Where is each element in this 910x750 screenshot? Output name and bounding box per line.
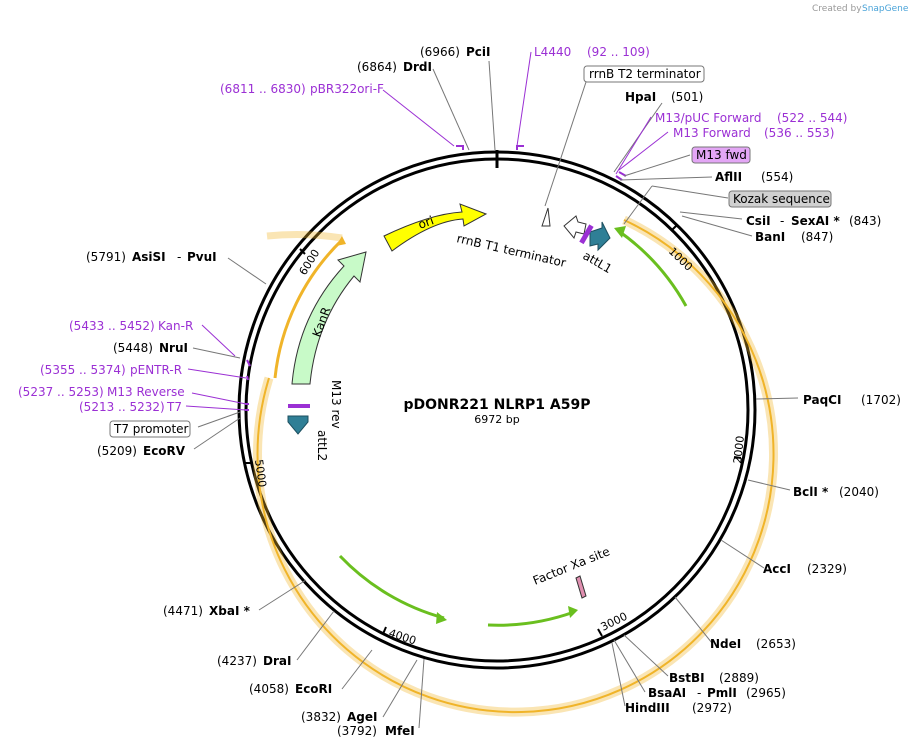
site-hindiii-pos: (2972)	[692, 701, 732, 715]
primer-t7-range: (5213 .. 5232)	[79, 400, 165, 414]
site-bcli-name: BclI *	[793, 485, 829, 499]
site-hindiii-name: HindIII	[625, 701, 670, 715]
primer-m13fwd-range: (536 .. 553)	[764, 126, 834, 140]
site-pvui-name: PvuI	[187, 250, 217, 264]
site-aflii-pos: (554)	[761, 170, 793, 184]
site-csii-dash: -	[780, 214, 784, 228]
site-csii-name: CsiI	[746, 214, 771, 228]
scale-ticks	[245, 225, 742, 637]
site-ecorv-name: EcoRV	[143, 444, 186, 458]
plasmid-title: pDONR221 NLRP1 A59P	[403, 397, 590, 413]
site-paqci-pos: (1702)	[861, 393, 901, 407]
attl1-label: attL1	[581, 248, 615, 276]
site-bsaai-dash: -	[697, 686, 701, 700]
tick-2000: 2000	[731, 435, 747, 464]
site-asisi-name: AsiSI	[132, 250, 166, 264]
site-ecori-pos: (4058)	[249, 682, 289, 696]
site-drai-pos: (4237)	[217, 654, 257, 668]
primer-kanr-range: (5433 .. 5452)	[69, 319, 155, 333]
site-aflii-name: AflII	[715, 170, 742, 184]
primer-pentr-name: pENTR-R	[130, 363, 182, 377]
kozak-label: Kozak sequence	[733, 192, 830, 206]
site-bsaai-name: BsaAI	[648, 686, 686, 700]
primer-m13rev-name: M13 Reverse	[107, 385, 185, 399]
site-paqci-name: PaqCI	[803, 393, 841, 407]
site-xbai-name: XbaI *	[209, 604, 251, 618]
site-hpai-pos: (501)	[671, 90, 703, 104]
site-mfei-name: MfeI	[385, 724, 415, 738]
primer-m13puc-range: (522 .. 544)	[777, 111, 847, 125]
attl2-label: attL2	[315, 430, 329, 461]
primer-l4440-name: L4440	[534, 45, 571, 59]
primer-m13puc-name: M13/pUC Forward	[655, 111, 762, 125]
site-nrui-name: NruI	[159, 341, 188, 355]
site-acci-name: AccI	[763, 562, 791, 576]
kozak-box	[728, 190, 832, 208]
site-bstbi-name: BstBI	[669, 671, 705, 685]
site-pcii-name: PciI	[466, 45, 491, 59]
tick-5000: 5000	[252, 459, 269, 489]
site-ecorv-pos: (5209)	[97, 444, 137, 458]
leader-lines	[185, 51, 799, 729]
site-mfei-pos: (3792)	[337, 724, 377, 738]
snapgene-logo: SnapGene	[862, 4, 909, 14]
orf-arrows	[338, 226, 688, 627]
primer-l4440-range: (92 .. 109)	[587, 45, 650, 59]
m13-fwd-label: M13 fwd	[696, 148, 747, 162]
tick-6000: 6000	[297, 247, 323, 278]
site-bani-name: BanI	[755, 230, 785, 244]
primer-m13fwd-name: M13 Forward	[673, 126, 751, 140]
primer-pentr-range: (5355 .. 5374)	[40, 363, 126, 377]
credit-text: Created by	[812, 4, 862, 14]
site-nrui-pos: (5448)	[113, 341, 153, 355]
ori-feature: ori	[383, 203, 488, 252]
site-asisi-pos: (5791)	[86, 250, 126, 264]
site-pcii-pos: (6966)	[420, 45, 460, 59]
rrnb-t2-label: rrnB T2 terminator	[589, 67, 701, 81]
m13-rev-label: M13 rev	[329, 380, 343, 429]
factor-xa-label: Factor Xa site	[531, 544, 612, 588]
rrnb-t1-label: rrnB T1 terminator	[455, 231, 567, 270]
site-bcli-pos: (2040)	[839, 485, 879, 499]
site-acci-pos: (2329)	[807, 562, 847, 576]
site-sexai-name: SexAI *	[791, 214, 840, 228]
primer-pbr322-range: (6811 .. 6830)	[220, 82, 306, 96]
site-pmli-name: PmlI	[707, 686, 737, 700]
t7-promoter-box	[109, 420, 191, 438]
site-agei-pos: (3832)	[301, 710, 341, 724]
site-bani-pos: (847)	[801, 230, 833, 244]
site-ndei-name: NdeI	[710, 637, 741, 651]
factor-xa-feature: Factor Xa site	[531, 544, 612, 599]
site-ndei-pos: (2653)	[756, 637, 796, 651]
site-csii-pos: (843)	[849, 214, 881, 228]
orf-band	[253, 215, 779, 717]
rrnb-t2-box	[583, 65, 705, 83]
t7-promoter-label: T7 promoter	[113, 422, 189, 436]
site-xbai-pos: (4471)	[163, 604, 203, 618]
attl2-feature: attL2 M13 rev	[287, 380, 343, 461]
site-asisi-dash: -	[177, 250, 181, 264]
primer-pbr322-name: pBR322ori-F	[310, 82, 384, 96]
site-drai-name: DraI	[263, 654, 291, 668]
primer-kanr-name: Kan-R	[158, 319, 193, 333]
site-bstbi-pos: (2889)	[719, 671, 759, 685]
tick-3000: 3000	[599, 610, 630, 634]
site-agei-name: AgeI	[347, 710, 377, 724]
site-drdi-name: DrdI	[403, 60, 432, 74]
site-drdi-pos: (6864)	[357, 60, 397, 74]
ori-label: ori	[416, 213, 435, 231]
site-hpai-name: HpaI	[625, 90, 656, 104]
plasmid-size: 6972 bp	[474, 413, 519, 426]
site-ecori-name: EcoRI	[295, 682, 332, 696]
primer-t7-name: T7	[166, 400, 182, 414]
site-bsaai-pos: (2965)	[746, 686, 786, 700]
m13-fwd-box	[691, 146, 751, 164]
primer-m13rev-range: (5237 .. 5253)	[18, 385, 104, 399]
